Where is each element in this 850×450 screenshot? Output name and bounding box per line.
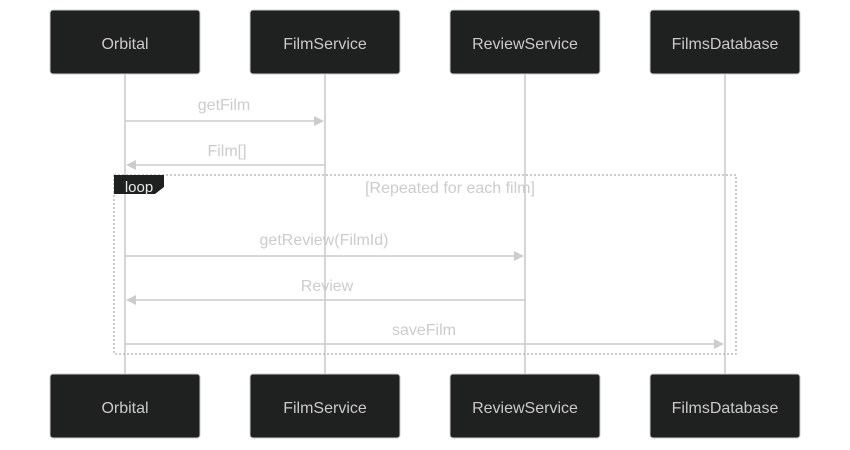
actor-bottom-filmservice: FilmService xyxy=(249,373,401,439)
loop-tag xyxy=(114,175,164,194)
message-review: Review xyxy=(126,278,525,305)
actor-bottom-filmsdatabase-label: FilmsDatabase xyxy=(672,400,779,417)
actor-top-reviewservice-label: ReviewService xyxy=(472,36,578,53)
arrowhead-right-icon xyxy=(314,116,324,126)
actor-bottom-filmsdatabase: FilmsDatabase xyxy=(649,373,801,439)
loop-frame xyxy=(113,174,737,355)
actor-top-filmservice-label: FilmService xyxy=(283,36,367,53)
arrowhead-right-icon xyxy=(514,251,524,261)
actor-top-filmservice: FilmService xyxy=(249,9,401,75)
actor-bottom-orbital-label: Orbital xyxy=(101,400,148,417)
loop-condition: [Repeated for each film] xyxy=(365,180,535,197)
actor-top-orbital: Orbital xyxy=(49,9,201,75)
message-film-list-label: Film[] xyxy=(207,143,246,160)
message-save-film-label: saveFilm xyxy=(392,322,456,339)
loop-fragment: loop [Repeated for each film] xyxy=(113,174,737,355)
arrowhead-left-icon xyxy=(126,160,136,170)
message-review-label: Review xyxy=(301,278,354,295)
loop-tag-label: loop xyxy=(125,179,153,196)
actor-bottom-filmservice-label: FilmService xyxy=(283,400,367,417)
actor-top-filmsdatabase-label: FilmsDatabase xyxy=(672,36,779,53)
arrowhead-left-icon xyxy=(126,295,136,305)
actor-bottom-reviewservice-label: ReviewService xyxy=(472,400,578,417)
message-get-review-label: getReview(FilmId) xyxy=(260,232,389,249)
message-get-film: getFilm xyxy=(125,97,324,126)
actor-top-filmsdatabase: FilmsDatabase xyxy=(649,9,801,75)
arrowhead-right-icon xyxy=(714,339,724,349)
message-film-list: Film[] xyxy=(126,143,325,170)
message-save-film: saveFilm xyxy=(125,322,724,349)
actor-top-reviewservice: ReviewService xyxy=(449,9,601,75)
actor-bottom-orbital: Orbital xyxy=(49,373,201,439)
actor-top-orbital-label: Orbital xyxy=(101,36,148,53)
actor-bottom-reviewservice: ReviewService xyxy=(449,373,601,439)
message-get-film-label: getFilm xyxy=(198,97,250,114)
message-get-review: getReview(FilmId) xyxy=(125,232,524,261)
